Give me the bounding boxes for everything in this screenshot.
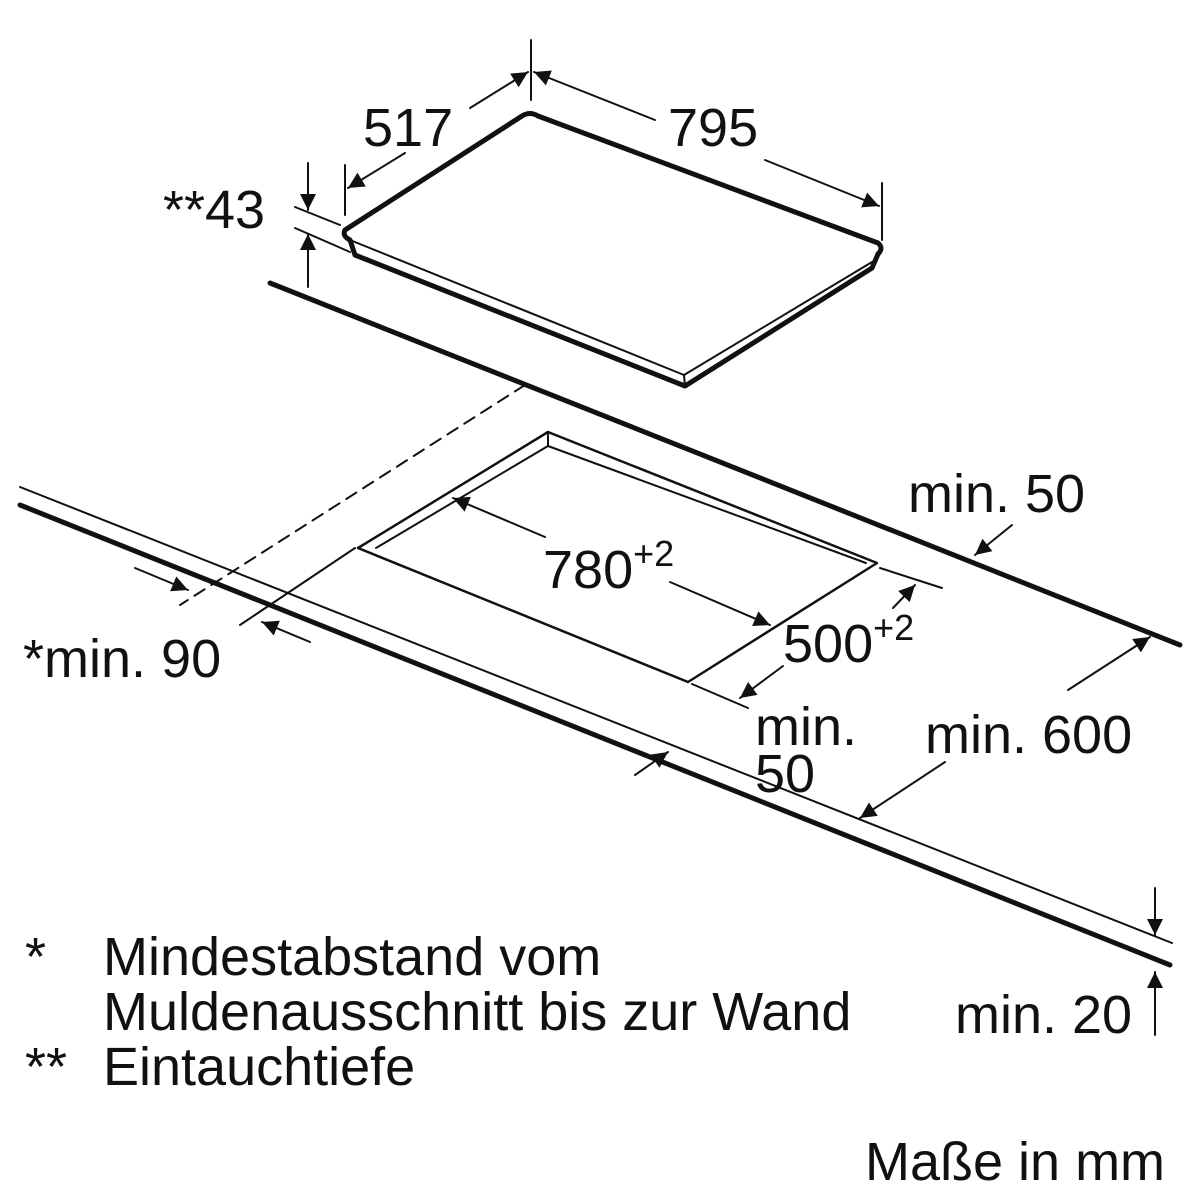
cutout-depth-label: 500+2 — [783, 607, 914, 674]
worktop-drawing — [17, 280, 1183, 968]
legend-marker: ** — [25, 1037, 67, 1097]
hob-drawing — [341, 111, 884, 389]
hob-depth-label: 517 — [363, 98, 453, 158]
front-clearance-label-line1: min. — [755, 697, 857, 757]
wall-projection-dashed — [179, 384, 526, 606]
hob-corner-line — [683, 374, 686, 387]
worktop-back-edge — [267, 280, 1183, 648]
cutout-inner-edge — [375, 431, 867, 564]
immersion-depth-label: **43 — [163, 180, 265, 240]
cutout-drawing — [356, 430, 879, 684]
wall-clearance-label: *min. 90 — [23, 629, 221, 689]
legend-text: Mindestabstand vom — [103, 927, 601, 987]
legend: * Mindestabstand vom Muldenausschnitt bi… — [25, 927, 851, 1097]
legend-text: Muldenausschnitt bis zur Wand — [103, 982, 851, 1042]
legend-marker: * — [25, 927, 46, 987]
units-note: Maße in mm — [865, 1132, 1165, 1192]
worktop-depth-label: min. 600 — [925, 705, 1132, 765]
worktop-thickness-label: min. 20 — [955, 985, 1132, 1045]
cutout-outline — [356, 430, 879, 684]
dimension-lines — [134, 39, 1163, 1036]
hob-top-outline — [342, 111, 884, 257]
legend-text: Eintauchtiefe — [103, 1037, 415, 1097]
hob-front-edge — [341, 227, 881, 389]
front-clearance-label-line2: 50 — [755, 744, 815, 804]
worktop-front-edge — [17, 502, 1173, 968]
worktop-front-top-edge — [19, 486, 1173, 944]
cutout-width-label: 780+2 — [543, 533, 674, 600]
hob-width-label: 795 — [668, 98, 758, 158]
rear-clearance-label: min. 50 — [908, 464, 1085, 524]
